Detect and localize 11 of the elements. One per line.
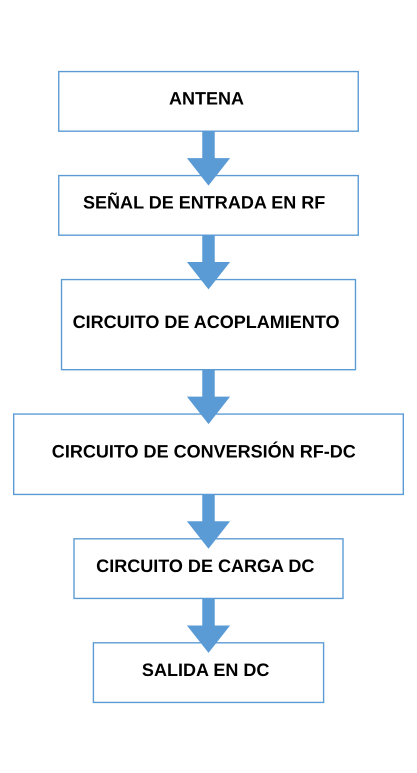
arrow (186, 598, 230, 652)
arrow (186, 494, 230, 548)
node-box: ANTENA (58, 70, 359, 132)
node-box: SEÑAL DE ENTRADA EN RF (58, 174, 359, 236)
node-box: CIRCUITO DE ACOPLAMIENTO (60, 278, 356, 370)
arrow (186, 235, 230, 289)
arrow (186, 370, 230, 424)
node-box: SALIDA EN DC (92, 642, 324, 703)
node-box: CIRCUITO DE CARGA DC (73, 538, 344, 599)
arrow (186, 130, 230, 186)
node-box: CIRCUITO DE CONVERSIÓN RF-DC (12, 412, 404, 495)
